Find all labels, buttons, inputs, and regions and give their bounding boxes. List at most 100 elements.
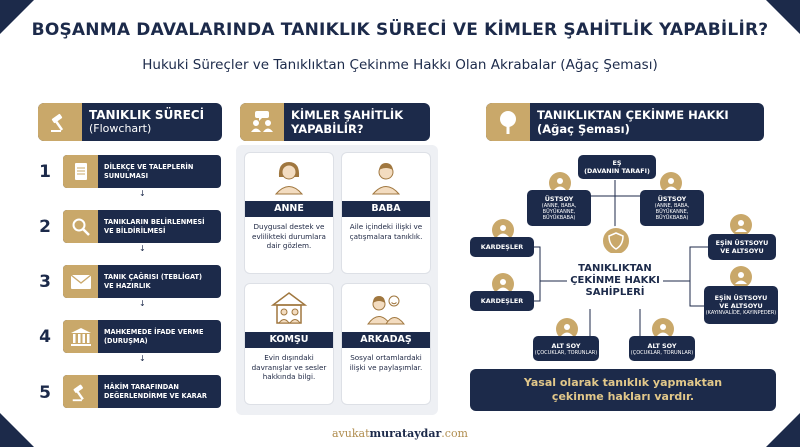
node-label: EŞİN ÜSTSOYU [714,294,768,302]
process-title-line2: (Flowchart) [89,122,152,135]
refusal-title-line1: TANIKLIKTAN ÇEKİNME HAKKI [537,108,729,122]
footer-part2: murataydar [369,427,442,440]
node-label: EŞ [612,159,622,167]
tree-node-siblings-bottom: KARDEŞLER [470,291,534,311]
witness-description: Duygusal destek ve evlilikteki durumlara… [252,222,326,250]
center-line3: SAHİPLERİ [585,287,645,298]
node-sublabel: (ÇOCUKLAR, TORUNLAR) [630,349,694,356]
node-label: ÜSTSOY [657,195,687,203]
tree-node-descendant-left: ALT SOY (ÇOCUKLAR, TORUNLAR) [533,336,599,361]
neighbor-house-icon [245,284,333,332]
people-chat-icon [240,103,284,141]
step-label-line2: DEĞERLENDİRME VE KARAR [104,391,207,400]
person-icon [556,318,578,340]
gavel-icon [38,103,82,141]
envelope-icon [63,265,98,298]
node-label: KARDEŞLER [480,297,524,305]
node-label: KARDEŞLER [480,243,524,251]
tree-node-spouse-relatives: EŞİN ÜSTSOYU VE ALTSOYU [708,234,776,260]
refusal-section-header: TANIKLIKTAN ÇEKİNME HAKKI(Ağaç Şeması) [486,103,764,141]
node-sublabel: VE ALTSOYU [720,247,764,255]
node-label: ALT SOY [647,341,677,350]
tree-node-descendant-right: ALT SOY (ÇOCUKLAR, TORUNLAR) [629,336,695,361]
node-sublabel: (ANNE, BABA, BÜYÜKANNE, BÜYÜKBABA) [654,203,690,221]
node-label: ÜSTSOY [544,195,574,203]
node-sublabel: (ANNE, BABA, BÜYÜKANNE, BÜYÜKBABA) [541,203,577,221]
shield-icon [601,226,631,256]
witness-card-baba: BABA Aile içindeki ilişki ve çatışmalara… [341,152,431,274]
step-number: 2 [39,217,51,237]
page-subtitle: Hukuki Süreçler ve Tanıklıktan Çekinme H… [142,57,658,73]
center-line2: ÇEKİNME HAKKI [570,275,660,286]
tree-icon [486,103,530,141]
person-icon [652,318,674,340]
corner-decoration-top-left [0,0,34,34]
woman-icon [245,153,333,201]
courthouse-icon [63,320,98,353]
tree-node-siblings-top: KARDEŞLER [470,237,534,257]
node-sublabel: (ÇOCUKLAR, TORUNLAR) [534,349,598,356]
step-number: 4 [39,327,51,347]
corner-decoration-bottom-left [0,413,34,447]
person-icon [660,172,682,194]
tree-center-title: TANIKLIKTAN ÇEKİNME HAKKI SAHİPLERİ [567,253,663,309]
arrow-down-icon: ↓ [139,354,146,363]
node-note: (KAYINVALİDE, KAYINPEDER) [705,310,777,316]
footer-part1: avukat [331,427,370,440]
tree-node-spouse: EŞ (DAVANIN TARAFI) [578,155,656,179]
node-sublabel: (DAVANIN TARAFI) [584,167,650,175]
witness-label: KOMŞU [245,332,333,348]
step-label-line1: HÂKİM TARAFINDAN [104,382,179,391]
person-icon [730,214,752,236]
step-number: 5 [39,383,51,403]
step-label-line1: TANIK ÇAĞRISI (TEBLİGAT) [104,272,203,281]
magnifier-icon [63,210,98,243]
witnesses-title-line2: YAPABİLİR? [291,122,364,136]
tree-node-spouse-relatives-inlaws: EŞİN ÜSTSOYU VE ALTSOYU (KAYINVALİDE, KA… [704,286,778,324]
process-section-header: TANIKLIK SÜRECİ(Flowchart) [38,103,222,141]
witness-label: ANNE [245,201,333,217]
corner-decoration-top-right [766,0,800,34]
step-label-line2: SUNULMASI [104,171,149,180]
witness-label: BABA [342,201,430,217]
person-icon [492,273,514,295]
person-icon [730,266,752,288]
step-label-line2: (DURUŞMA) [104,336,148,345]
process-title-line1: TANIKLIK SÜRECİ [89,108,205,122]
document-icon [63,155,98,188]
step-label-line1: TANIKLARIN BELİRLENMESİ [104,217,205,226]
person-icon [549,172,571,194]
step-4: MAHKEMEDE İFADE VERME(DURUŞMA) [63,320,221,353]
node-label: ALT SOY [551,341,581,350]
node-sublabel: VE ALTSOYU [719,302,763,310]
arrow-down-icon: ↓ [139,244,146,253]
page-title: BOŞANMA DAVALARINDA TANIKLIK SÜRECİ VE K… [31,20,769,40]
step-label-line1: DİLEKÇE VE TALEPLERİN [104,162,194,171]
man-icon [342,153,430,201]
step-label-line2: VE BİLDİRİLMESİ [104,226,166,235]
node-label: EŞİN ÜSTSOYU [715,239,769,247]
footer-website[interactable]: avukatmurataydar.com [0,427,800,440]
witness-label: ARKADAŞ [342,332,430,348]
tree-node-ascendant-left: ÜSTSOY (ANNE, BABA, BÜYÜKANNE, BÜYÜKBABA… [527,190,591,226]
witness-card-komsu: KOMŞU Evin dışındaki davranışlar ve sesl… [244,283,334,405]
legal-note-line2: çekinme hakları vardır. [551,390,695,403]
witness-description: Aile içindeki ilişki ve çatışmalara tanı… [349,222,423,241]
legal-note: Yasal olarak tanıklık yapmaktan çekinme … [470,369,776,411]
center-line1: TANIKLIKTAN [578,263,652,274]
step-label-line1: MAHKEMEDE İFADE VERME [104,327,204,336]
step-number: 3 [39,272,51,292]
arrow-down-icon: ↓ [139,299,146,308]
corner-decoration-bottom-right [766,413,800,447]
witness-card-arkadas: ARKADAŞ Sosyal ortamlardaki ilişki ve pa… [341,283,431,405]
witnesses-title-line1: KİMLER ŞAHİTLİK [291,108,404,122]
friends-icon [342,284,430,332]
step-label-line2: VE HAZIRLIK [104,281,151,290]
legal-note-line1: Yasal olarak tanıklık yapmaktan [523,376,723,389]
step-number: 1 [39,162,51,182]
step-3: TANIK ÇAĞRISI (TEBLİGAT)VE HAZIRLIK [63,265,221,298]
